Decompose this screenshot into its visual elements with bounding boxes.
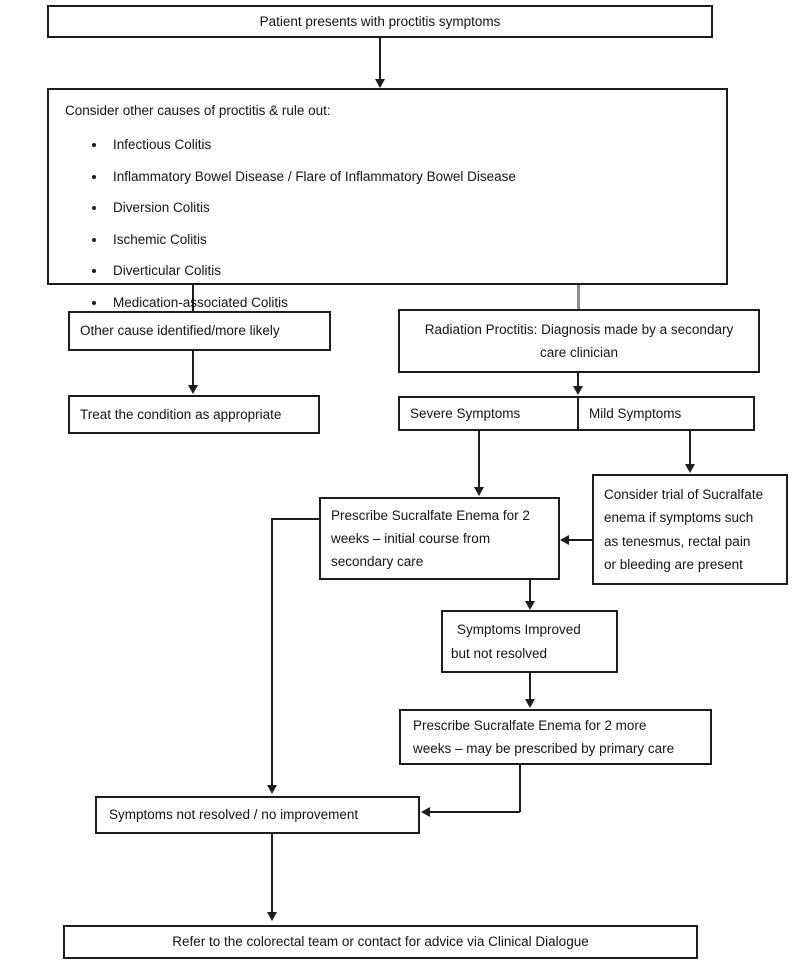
arrowhead-radiation-to-symptoms-split (573, 386, 583, 395)
node-refer-colorectal-label: Refer to the colorectal team or contact … (172, 934, 589, 950)
connector-prescribe-loop-horizontal (271, 518, 320, 520)
node-prescribe-two-more-weeks-line2: weeks – may be prescribed by primary car… (413, 741, 675, 756)
connector-consider-trial-to-prescribe (569, 539, 593, 541)
node-other-cause-identified-label: Other cause identified/more likely (80, 323, 280, 339)
arrowhead-severe-to-prescribe-2weeks (474, 487, 484, 496)
connector-causes-to-other-cause (192, 285, 194, 312)
node-consider-trial-line2: enema if symptoms such (604, 510, 754, 526)
connector-prescribe-loop-vertical (271, 518, 273, 786)
node-severe-symptoms-label: Severe Symptoms (410, 405, 521, 421)
list-item: Diverticular Colitis (92, 264, 716, 278)
node-consider-trial-line3: as tenesmus, rectal pain (604, 533, 751, 549)
node-symptoms-not-resolved[interactable]: Symptoms not resolved / no improvement (95, 796, 420, 834)
arrowhead-prescribe-more-to-not-resolved (421, 807, 430, 817)
other-causes-bullet-list: Infectious Colitis Inflammatory Bowel Di… (59, 138, 716, 309)
connector-causes-to-radiation-proctitis (577, 285, 580, 310)
node-symptoms-improved-line2: but not resolved (451, 645, 548, 661)
node-radiation-proctitis-line2: care clinician (539, 345, 619, 360)
node-patient-presents-label: Patient presents with proctitis symptoms (259, 13, 501, 29)
node-prescribe-two-weeks-line1: Prescribe Sucralfate Enema for 2 (331, 507, 530, 523)
node-consider-other-causes-intro: Consider other causes of proctitis & rul… (65, 103, 331, 118)
list-item: Inflammatory Bowel Disease / Flare of In… (92, 170, 716, 184)
connector-not-resolved-to-refer (271, 834, 273, 914)
arrowhead-consider-trial-to-prescribe (560, 535, 569, 545)
list-item: Infectious Colitis (92, 138, 716, 152)
node-treat-condition[interactable]: Treat the condition as appropriate (68, 395, 320, 434)
node-symptoms-improved-line1: Symptoms Improved (457, 622, 581, 638)
arrowhead-other-cause-to-treat (188, 385, 198, 394)
arrowhead-prescribe-loop-to-not-resolved (267, 785, 277, 794)
node-radiation-proctitis-line1: Radiation Proctitis: Diagnosis made by a… (424, 321, 734, 337)
connector-prescribe-more-to-not-resolved (430, 811, 520, 813)
node-other-cause-identified[interactable]: Other cause identified/more likely (68, 311, 331, 351)
node-prescribe-two-weeks[interactable]: Prescribe Sucralfate Enema for 2 weeks –… (319, 497, 560, 580)
node-prescribe-two-weeks-line2: weeks – initial course from (331, 530, 491, 546)
node-patient-presents[interactable]: Patient presents with proctitis symptoms (47, 5, 713, 38)
connector-prescribe-more-down (519, 765, 521, 812)
connector-radiation-to-symptoms-split (577, 373, 579, 389)
connector-prescribe-to-symptoms-improved (529, 580, 531, 604)
node-symptoms-improved[interactable]: Symptoms Improved but not resolved (441, 610, 618, 673)
connector-improved-to-prescribe-more (529, 673, 531, 701)
connector-mild-to-consider-trial (689, 431, 691, 465)
arrowhead-improved-to-prescribe-more (525, 699, 535, 708)
node-consider-trial-line4: or bleeding are present (604, 556, 743, 572)
node-symptoms-not-resolved-label: Symptoms not resolved / no improvement (109, 807, 359, 823)
node-mild-symptoms-label: Mild Symptoms (589, 405, 682, 421)
node-consider-other-causes[interactable]: Consider other causes of proctitis & rul… (47, 88, 728, 309)
arrowhead-start-to-causes (375, 79, 385, 88)
node-prescribe-two-weeks-line3: secondary care (331, 554, 424, 570)
node-consider-trial[interactable]: Consider trial of Sucralfate enema if sy… (592, 474, 788, 585)
connector-other-cause-to-treat (192, 351, 194, 387)
node-radiation-proctitis[interactable]: Radiation Proctitis: Diagnosis made by a… (398, 309, 760, 373)
arrowhead-mild-to-consider-trial (685, 464, 695, 473)
list-item: Ischemic Colitis (92, 233, 716, 247)
node-mild-symptoms[interactable]: Mild Symptoms (578, 396, 755, 431)
node-consider-trial-line1: Consider trial of Sucralfate (604, 487, 764, 503)
node-prescribe-two-more-weeks[interactable]: Prescribe Sucralfate Enema for 2 more we… (399, 709, 712, 765)
node-severe-symptoms[interactable]: Severe Symptoms (398, 396, 578, 431)
node-treat-condition-label: Treat the condition as appropriate (80, 406, 282, 422)
connector-severe-to-prescribe-2weeks (478, 431, 480, 489)
arrowhead-not-resolved-to-refer (267, 912, 277, 921)
list-item: Diversion Colitis (92, 201, 716, 215)
connector-start-to-causes (379, 38, 381, 80)
arrowhead-prescribe-to-symptoms-improved (525, 601, 535, 610)
node-refer-colorectal[interactable]: Refer to the colorectal team or contact … (63, 925, 698, 959)
node-prescribe-two-more-weeks-line1: Prescribe Sucralfate Enema for 2 more (413, 717, 647, 733)
list-item: Medication-associated Colitis (92, 296, 716, 310)
